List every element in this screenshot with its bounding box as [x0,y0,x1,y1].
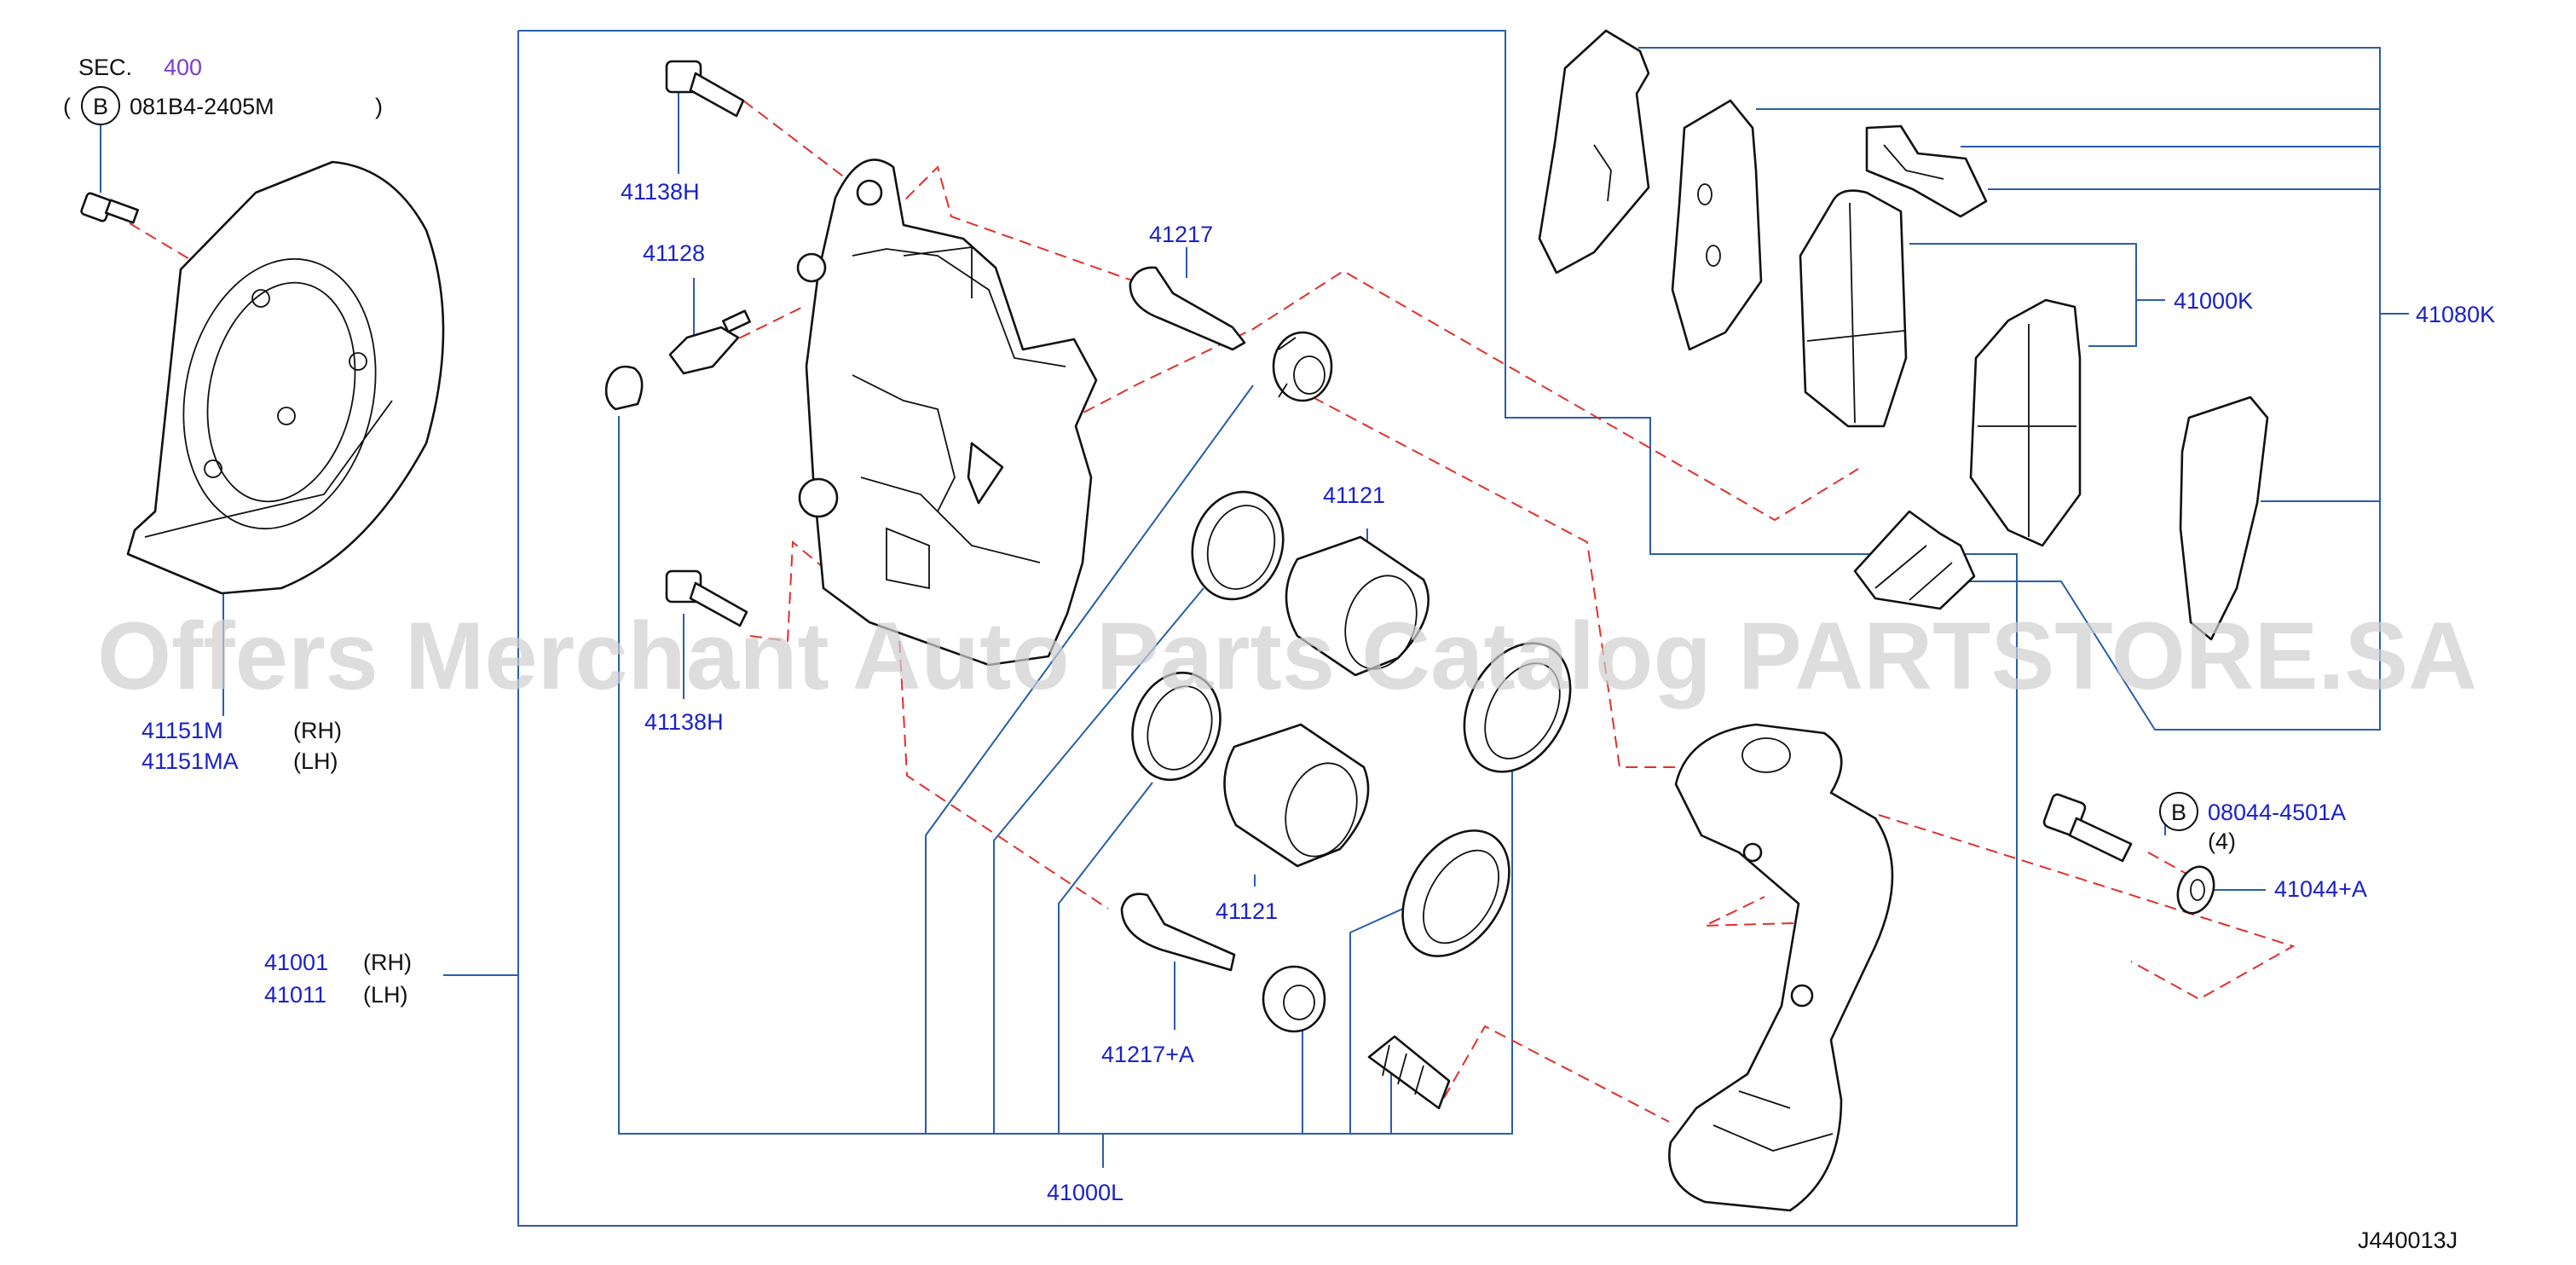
boot-ring-b [1401,829,1510,957]
brake-pad-a [1799,189,1908,428]
sleeve [1367,1035,1451,1110]
bracket-41000K [1909,243,2137,347]
label-41011-side: (LH) [363,982,408,1008]
callout-08044-qty: (4) [2208,829,2236,854]
bleeder-41128 [604,309,751,411]
leader-lines [100,30,2409,1227]
pad-clip-b [1853,510,1976,610]
label-41217[interactable]: 41217 [1149,222,1213,247]
bolt-41138H-top [665,60,745,118]
splash-shield [126,160,445,595]
label-41001[interactable]: 41001 [264,950,328,975]
label-41044A[interactable]: 41044+A [2274,876,2367,902]
diagram-code: J440013J [2358,1227,2458,1253]
leader-ring-a [993,587,1204,1134]
label-41128[interactable]: 41128 [643,240,705,266]
callout-08044[interactable]: 08044-4501A [2208,800,2346,825]
label-41080K[interactable]: 41080K [2416,302,2495,327]
label-41121-bottom[interactable]: 41121 [1216,898,1278,924]
pad-clip-a [1865,124,1988,218]
label-41001-side: (RH) [363,950,412,975]
section-number[interactable]: 400 [164,55,202,80]
leader-seal-b [1349,899,1423,1134]
boot-ring-a [1463,642,1572,773]
label-41151MA-side: (LH) [293,748,338,774]
section-prefix: SEC. [78,55,132,80]
piston-seal-b [1131,671,1222,782]
caliper-bracket [1668,723,1894,1212]
leader-seal-a [925,384,1254,1134]
boot-seal-a [1272,331,1333,402]
brake-pad-b [1969,298,2082,547]
label-41121-top[interactable]: 41121 [1323,482,1385,508]
shim-outer-b [2179,396,2269,641]
watermark: Offers Merchant Auto Parts Catalog PARTS… [97,603,2477,709]
caliper-body [796,159,1098,667]
label-41011[interactable]: 41011 [264,982,326,1008]
shim-inner-a [1671,99,1763,351]
piston-b [1223,723,1370,868]
shim-outer-a [1538,29,1650,274]
leader-ring-b [1058,782,1153,1134]
label-41217A[interactable]: 41217+A [1101,1042,1194,1067]
label-41000K[interactable]: 41000K [2174,288,2253,314]
svg-text:B: B [2171,800,2186,825]
label-41151M[interactable]: 41151M [142,718,223,743]
boot-seal-b [1262,965,1326,1033]
guide-pin-41217 [1129,266,1246,351]
label-41151MA[interactable]: 41151MA [142,748,239,774]
label-41138H-top[interactable]: 41138H [621,179,700,205]
label-41151M-side: (RH) [293,718,342,743]
callout-081B4: 081B4-2405M [130,94,274,119]
callout-circle-b-shield: B [81,86,120,125]
assembly-frame-41001 [517,30,2018,1227]
callout-bracket-open: ( [63,94,71,119]
bracket-41000L [618,416,1513,1135]
bolt-08044 [2042,793,2133,863]
callout-bracket-close: ) [375,94,383,119]
guide-pin-41217A [1120,892,1236,972]
svg-text:B: B [93,94,108,119]
label-41138H-bottom[interactable]: 41138H [644,709,724,735]
washer-41044A [2176,865,2215,915]
piston-seal-a [1191,490,1285,601]
bracket-41080K [1638,47,2381,731]
bolt-081B4 [80,192,140,224]
bolt-41138H-bottom [665,569,748,627]
piston-a [1285,535,1430,677]
label-41000L[interactable]: 41000L [1047,1180,1123,1205]
callout-circle-b-bracket: B [2159,792,2198,831]
